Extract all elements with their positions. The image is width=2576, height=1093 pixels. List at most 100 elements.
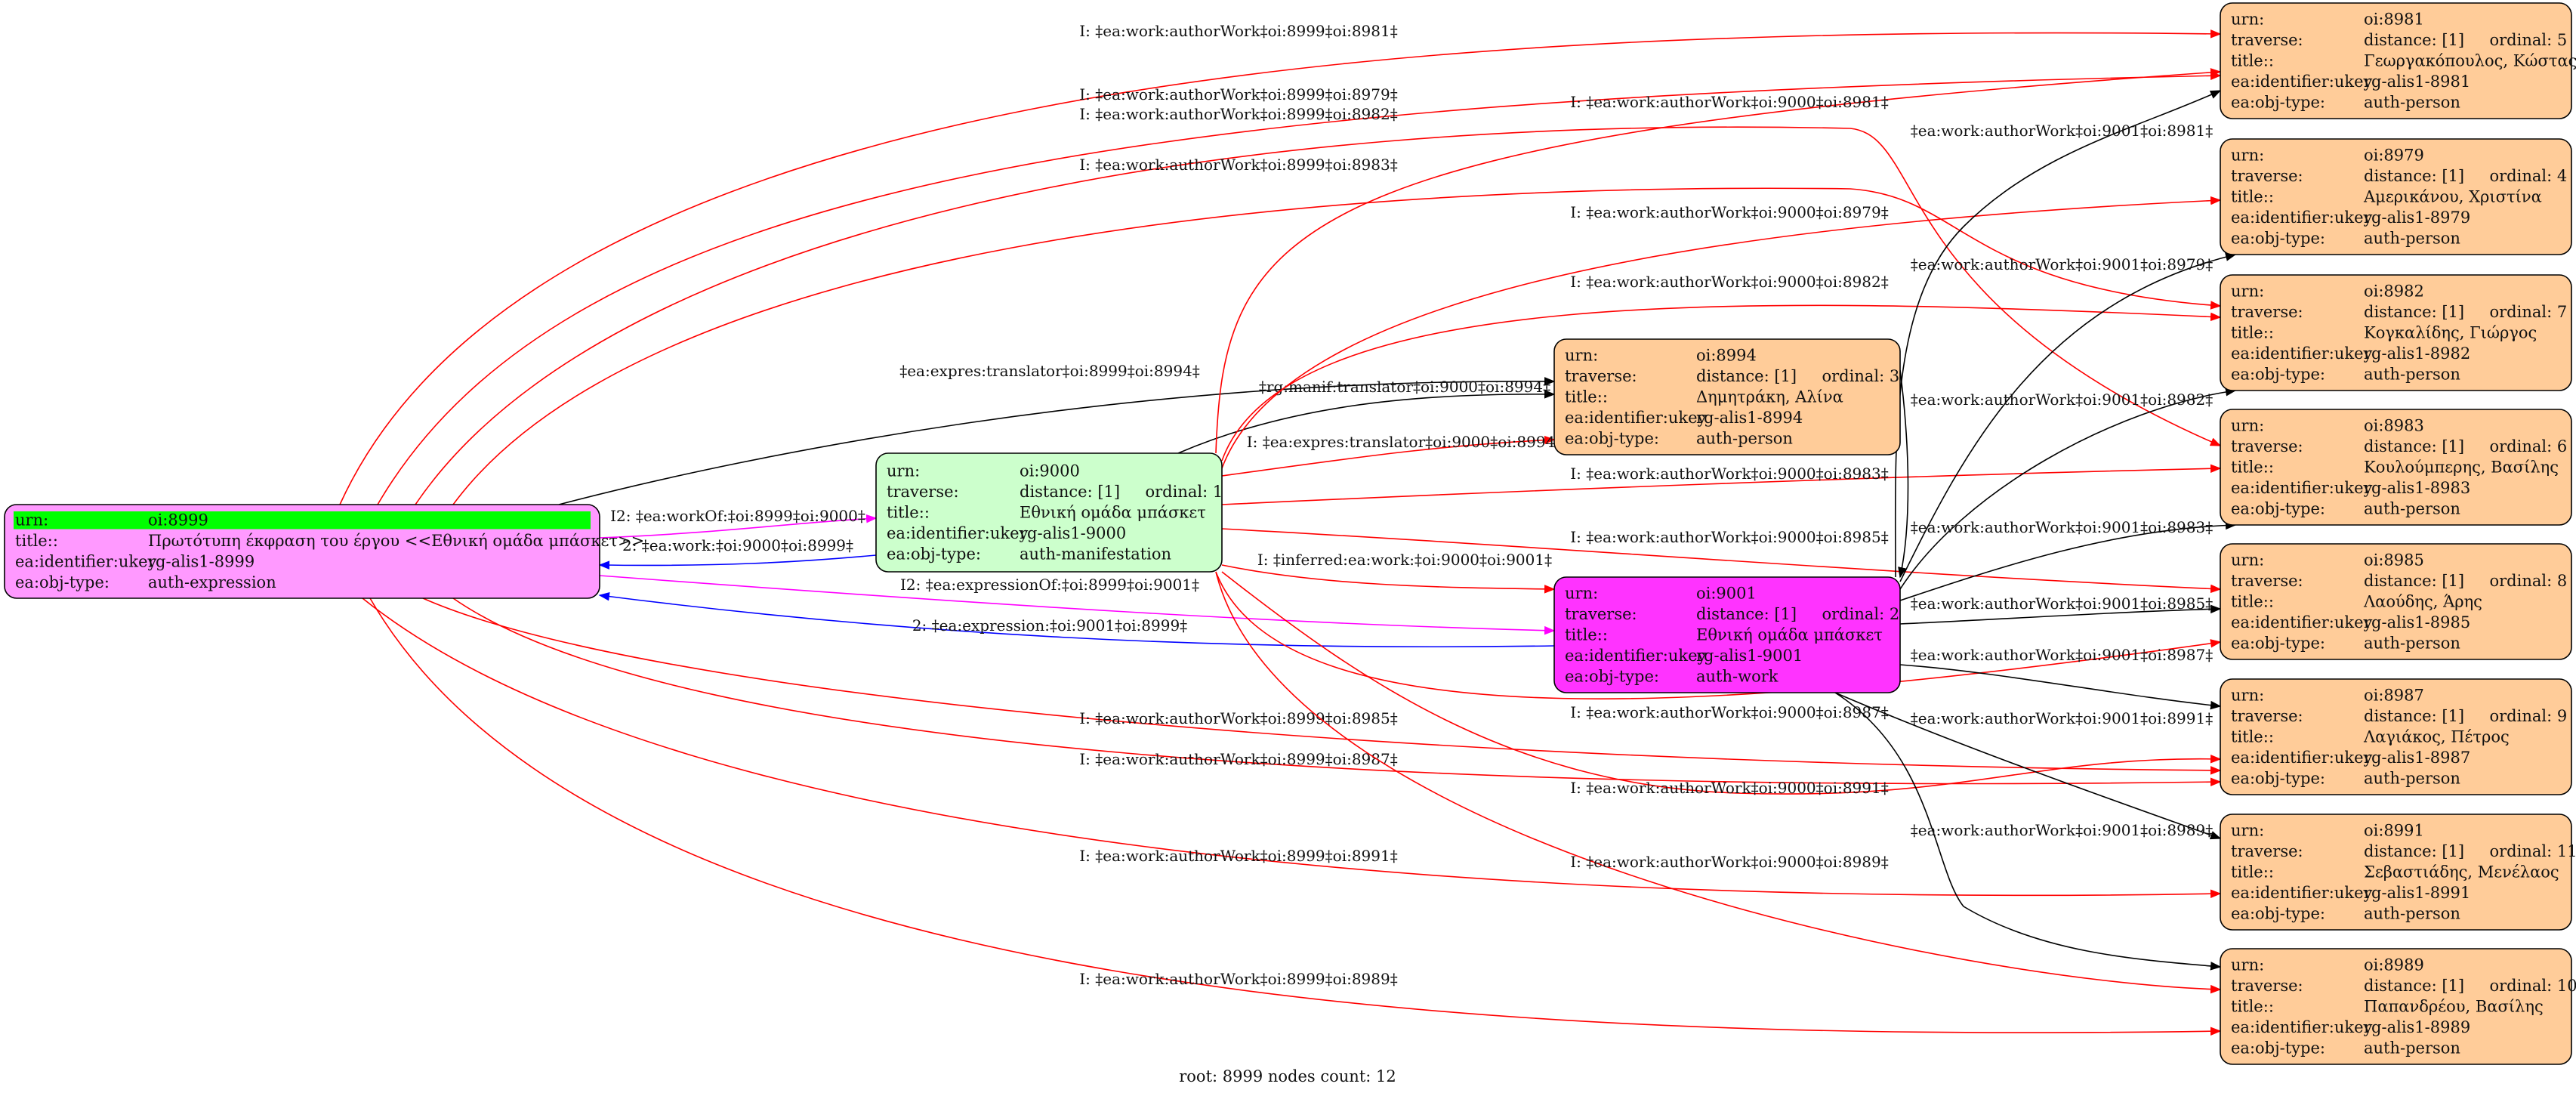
- node-field-value: auth-person: [2364, 1039, 2460, 1057]
- node-field-key: ea:obj-type:: [887, 545, 981, 563]
- node-field-value: Λαούδης, Άρης: [2363, 592, 2482, 610]
- edge-label: ‡ea:work:authorWork‡oi:9001‡oi:8982‡: [1911, 391, 2213, 409]
- node-field-key: ea:obj-type:: [15, 573, 110, 591]
- graph-edge: I: ‡ea:work:authorWork‡oi:8999‡oi:8991‡: [362, 597, 2222, 898]
- edge-line: [1899, 604, 2222, 625]
- node-field-key: traverse:: [2231, 707, 2303, 725]
- node-field-key: ea:obj-type:: [1565, 429, 1659, 447]
- graph-edge: ‡ea:work:authorWork‡oi:9001‡oi:8983‡: [1899, 518, 2237, 601]
- edge-line: [452, 597, 2222, 786]
- graph-edge: I: ‡ea:work:authorWork‡oi:9000‡oi:8983‡: [1221, 464, 2222, 505]
- edge-line: [1894, 90, 2222, 578]
- node-field-key: ea:identifier:ukey: [1565, 647, 1707, 665]
- node-field-key: traverse:: [2231, 303, 2303, 321]
- node-field-key: ea:obj-type:: [2231, 769, 2325, 787]
- node-field-value: oi:8994: [1696, 346, 1757, 364]
- node-field-value: distance: [1] ordinal: 7: [2364, 303, 2567, 321]
- graph-edge: ‡ea:work:authorWork‡oi:9001‡oi:8981‡: [1894, 90, 2222, 578]
- node-field-value: Λαγιάκος, Πέτρος: [2363, 727, 2510, 746]
- node-field-value: distance: [1] ordinal: 1: [1020, 483, 1223, 501]
- edge-line: [1834, 692, 2222, 840]
- edge-label: I: ‡ea:work:authorWork‡oi:9000‡oi:8989‡: [1570, 853, 1888, 871]
- edge-line: [1215, 571, 2222, 994]
- edge-label: I: ‡ea:work:authorWork‡oi:8999‡oi:8985‡: [1079, 709, 1397, 727]
- node-field-value: Δημητράκη, Αλίνα: [1696, 387, 1843, 406]
- node-field-value: Εθνική ομάδα μπάσκετ: [1020, 503, 1206, 521]
- node-field-key: ea:identifier:ukey: [887, 524, 1029, 542]
- node-field-key: urn:: [1565, 584, 1598, 602]
- node-field-key: urn:: [887, 462, 920, 480]
- graph-edge: I: ‡ea:work:authorWork‡oi:9000‡oi:8981‡: [1215, 68, 2222, 454]
- edge-line: [1834, 692, 2222, 971]
- graph-edge: ‡ea:work:authorWork‡oi:9001‡oi:8985‡: [1899, 594, 2222, 625]
- node-box: [2220, 814, 2572, 931]
- node-field-key: ea:identifier:ukey: [15, 553, 157, 571]
- node-field-key: urn:: [2231, 821, 2264, 839]
- graph-edge: 2: ‡ea:expression:‡oi:9001‡oi:8999‡: [598, 591, 1555, 648]
- node-field-key: title::: [2231, 727, 2274, 746]
- edge-line: [1898, 369, 1909, 579]
- edge-label: I: ‡inferred:ea:work:‡oi:9000‡oi:9001‡: [1257, 551, 1552, 569]
- graph-edge: I: ‡ea:work:authorWork‡oi:8999‡oi:8981‡: [339, 22, 2222, 505]
- node-field-value: rg-alis1-8982: [2364, 344, 2470, 363]
- node-box: [1553, 576, 1901, 693]
- edge-line: [1221, 571, 2222, 795]
- node-field-value: rg-alis1-8989: [2364, 1018, 2470, 1036]
- edge-line: [1221, 304, 2222, 462]
- node-field-key: urn:: [2231, 146, 2264, 164]
- graph-edge: I: ‡ea:work:authorWork‡oi:8999‡oi:8985‡: [422, 597, 2222, 775]
- edge-label: ‡ea:work:authorWork‡oi:9001‡oi:8979‡: [1911, 255, 2213, 273]
- edge-label: ‡ea:expres:translator‡oi:8999‡oi:8994‡: [899, 362, 1200, 380]
- edge-label: I: ‡ea:work:authorWork‡oi:9000‡oi:8983‡: [1570, 465, 1888, 483]
- node-field-key: urn:: [2231, 956, 2264, 974]
- edge-line: [377, 71, 2222, 505]
- node-field-key: title::: [15, 532, 58, 550]
- graph-edge: ‡rg:manif:translator‡oi:9000‡oi:8994‡: [1177, 378, 1556, 454]
- node-field-value: Πρωτότυπη έκφραση του έργου <<Εθνική ομά…: [148, 532, 644, 550]
- node-field-value: rg-alis1-8994: [1696, 409, 1803, 427]
- node-field-key: ea:identifier:ukey: [2231, 1018, 2373, 1036]
- edge-label: ‡ea:work:authorWork‡oi:9001‡oi:8987‡: [1911, 646, 2213, 664]
- node-field-key: title::: [2231, 187, 2274, 205]
- edge-label: I2: ‡ea:workOf:‡oi:8999‡oi:9000‡: [610, 507, 865, 525]
- node-field-key: traverse:: [887, 483, 959, 501]
- node-field-key: title::: [2231, 592, 2274, 610]
- edge-label: ‡ea:work:authorWork‡oi:9001‡oi:8991‡: [1911, 709, 2213, 727]
- node-field-key: ea:identifier:ukey: [2231, 613, 2373, 631]
- edge-label: ‡ea:work:authorWork‡oi:9001‡oi:8985‡: [1911, 594, 2213, 613]
- node-field-key: urn:: [2231, 10, 2264, 28]
- edge-line: [1899, 664, 2222, 710]
- node-field-value: distance: [1] ordinal: 10: [2364, 977, 2576, 995]
- node-field-key: urn:: [2231, 551, 2264, 569]
- edge-label: 2: ‡ea:work:‡oi:9000‡oi:8999‡: [622, 536, 853, 554]
- edge-label: I2: ‡ea:expressionOf:‡oi:8999‡oi:9001‡: [900, 576, 1199, 594]
- node-box: [2220, 409, 2572, 526]
- graph-edge: ‡ea:work:authorWork‡oi:9001‡oi:8979‡: [1899, 252, 2237, 582]
- node-field-value: distance: [1] ordinal: 4: [2364, 167, 2567, 185]
- edge-line: [452, 187, 2222, 505]
- node-field-value: auth-person: [2364, 365, 2460, 383]
- edge-label: ‡ea:work:authorWork‡oi:9001‡oi:8981‡: [1911, 122, 2213, 140]
- graph-edge: I: ‡ea:work:authorWork‡oi:9000‡oi:8979‡: [1221, 196, 2222, 469]
- edge-line: [599, 514, 878, 539]
- graph-edge: I: ‡ea:work:authorWork‡oi:8999‡oi:8987‡: [452, 597, 2222, 786]
- node-field-key: title::: [2231, 997, 2274, 1015]
- graph-edge: I: ‡ea:work:authorWork‡oi:9000‡oi:8985‡: [1221, 528, 2222, 594]
- node-field-value: distance: [1] ordinal: 3: [1696, 367, 1899, 385]
- node-field-key: urn:: [2231, 282, 2264, 300]
- node-field-value: oi:9001: [1696, 584, 1757, 602]
- graph-edge: I: ‡ea:work:authorWork‡oi:9000‡oi:8982‡: [1221, 273, 2222, 462]
